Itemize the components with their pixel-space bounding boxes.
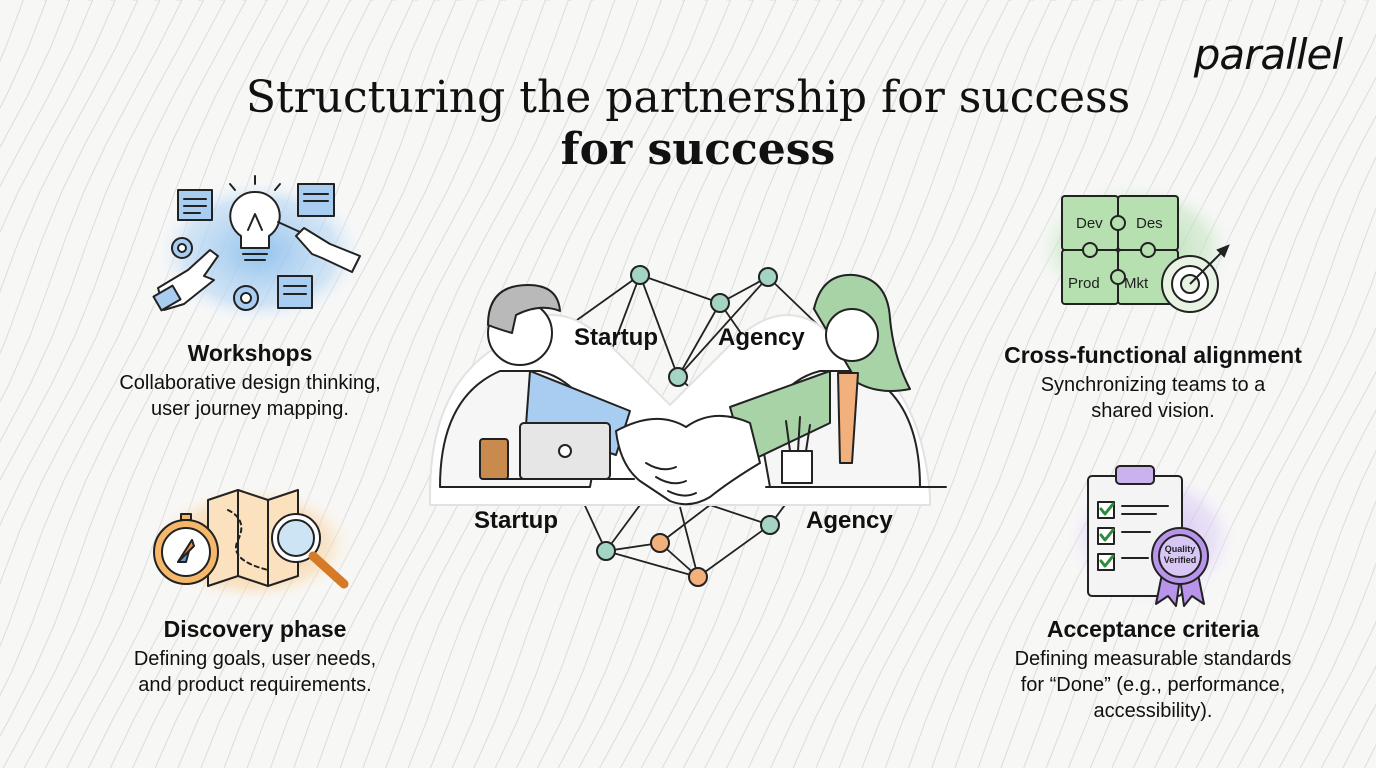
background-line — [1132, 206, 1376, 768]
background-line — [1089, 115, 1376, 768]
person-label-agency: Agency — [806, 507, 893, 534]
background-line — [132, 0, 484, 768]
alignment-description: Synchronizing teams to a shared vision. — [1040, 374, 1266, 422]
background-line — [1216, 409, 1376, 768]
background-line — [726, 0, 1078, 768]
puzzle-label-des: Des — [1136, 215, 1163, 232]
background-line — [1174, 326, 1376, 768]
puzzle-label-dev: Dev — [1076, 215, 1103, 232]
badge-text-quality: Quality — [1165, 544, 1196, 554]
network-label-agency: Agency — [718, 324, 805, 351]
workshops-title: Workshops — [187, 340, 313, 366]
background-line — [0, 0, 330, 737]
acceptance-title: Acceptance criteria — [1046, 616, 1260, 642]
background-line — [931, 0, 1277, 768]
background-line — [0, 0, 226, 481]
workshops-description: Collaborative design thinking, user jour… — [119, 372, 381, 420]
background-line — [1023, 0, 1370, 768]
background-line — [2, 0, 352, 768]
compass-map-icon — [148, 482, 359, 600]
background-line — [200, 0, 550, 768]
feature-workshops: Workshops Collaborative design thinking,… — [70, 338, 430, 422]
background-line — [516, 0, 864, 768]
workshop-lightbulb-icon — [152, 175, 368, 328]
background-line — [908, 0, 1254, 768]
background-line — [1111, 156, 1376, 768]
checklist-badge-icon: Quality Verified — [1062, 465, 1240, 610]
background-line — [1278, 562, 1376, 768]
puzzle-label-prod: Prod — [1068, 275, 1100, 292]
background-line — [0, 0, 48, 109]
background-line — [0, 0, 289, 648]
background-line — [0, 0, 116, 234]
background-line — [473, 0, 821, 768]
background-line — [770, 0, 1122, 768]
background-line — [66, 0, 418, 768]
feature-discovery: Discovery phase Defining goals, user nee… — [70, 614, 440, 698]
background-line — [44, 0, 396, 768]
background-line — [884, 0, 1232, 768]
background-line — [88, 0, 440, 768]
person-label-startup: Startup — [474, 507, 558, 534]
background-line — [0, 0, 71, 149]
feature-alignment: Cross-functional alignment Synchronizing… — [968, 340, 1338, 424]
background-line — [861, 0, 1210, 768]
background-line — [109, 0, 462, 768]
handshake-icon — [429, 265, 947, 587]
background-line — [223, 0, 572, 768]
background-line — [1299, 620, 1376, 768]
background-line — [977, 0, 1324, 768]
alignment-title: Cross-functional alignment — [1004, 342, 1302, 368]
page-subtitle: for success — [560, 124, 836, 175]
background-line — [1237, 450, 1376, 768]
background-line — [154, 0, 506, 768]
background-line — [0, 0, 161, 355]
background-line — [0, 0, 310, 697]
puzzle-target-icon: Dev Des Prod Mkt — [1028, 178, 1240, 318]
puzzle-label-mkt: Mkt — [1124, 275, 1149, 292]
background-line — [1045, 33, 1376, 768]
background-line — [1154, 270, 1376, 768]
background-line — [451, 0, 799, 768]
brand-logo: parallel — [1193, 30, 1343, 79]
target-icon — [1161, 244, 1230, 313]
background-line — [1000, 0, 1347, 768]
background-line — [1195, 370, 1376, 768]
background-line — [815, 0, 1166, 768]
page-title: Structuring the partnership for success — [245, 72, 1131, 123]
discovery-title: Discovery phase — [163, 616, 347, 642]
background-line — [954, 0, 1300, 768]
background-line — [0, 0, 94, 188]
acceptance-description: Defining measurable standards for “Done”… — [1014, 648, 1292, 722]
background-line — [747, 0, 1100, 768]
background-line — [177, 0, 528, 768]
background-line — [0, 0, 183, 403]
background-line — [0, 0, 139, 294]
network-label-startup: Startup — [574, 324, 658, 351]
background-line — [0, 0, 247, 526]
feature-acceptance: Acceptance criteria Defining measurable … — [968, 614, 1338, 724]
background-line — [792, 0, 1144, 768]
background-line — [838, 0, 1188, 768]
background-line — [1257, 499, 1376, 768]
background-line — [246, 0, 594, 768]
background-line — [0, 0, 205, 443]
badge-text-verified: Verified — [1164, 555, 1197, 565]
background-line — [0, 0, 268, 586]
background-line — [270, 0, 616, 768]
background-line — [494, 0, 843, 768]
background-line — [23, 0, 374, 768]
background-line — [1067, 76, 1376, 768]
discovery-description: Defining goals, user needs, and product … — [133, 648, 377, 696]
